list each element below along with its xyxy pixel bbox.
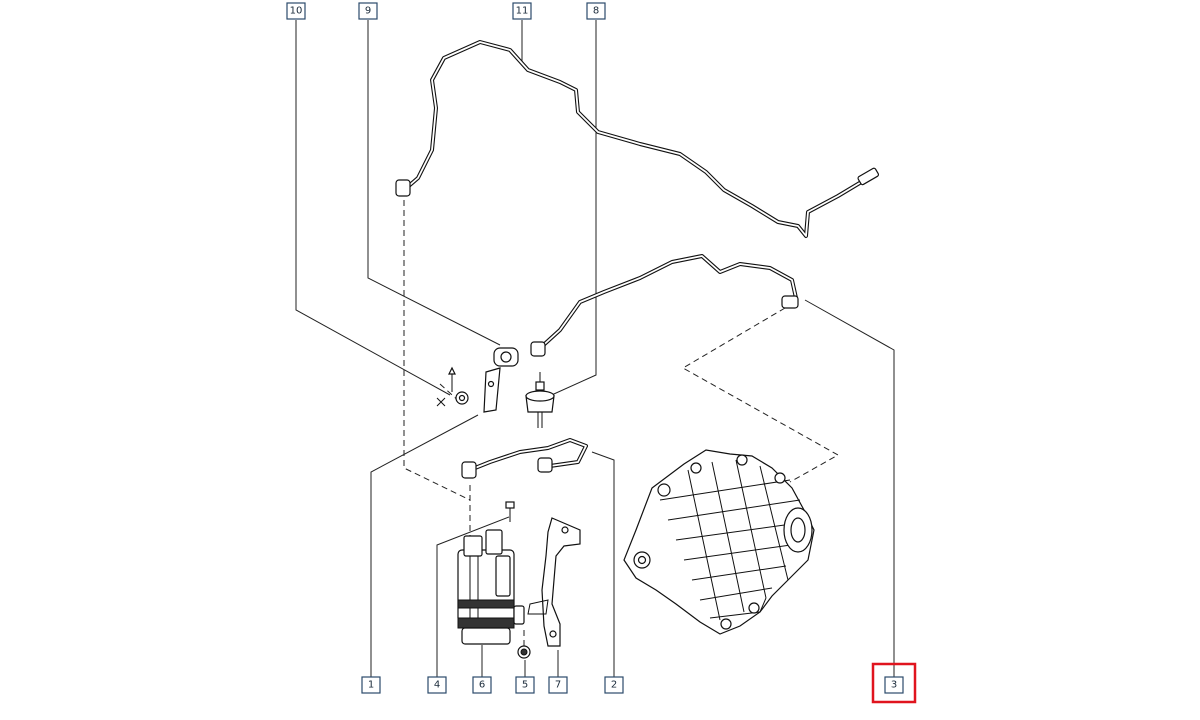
callout-3[interactable]: 3	[871, 662, 917, 704]
dash-manifold-loop	[681, 307, 840, 483]
callout-5[interactable]: 5	[515, 676, 535, 694]
callout-4-label: 4	[434, 680, 440, 691]
callout-4[interactable]: 4	[427, 676, 447, 694]
intake-manifold	[623, 449, 815, 635]
callout-3-label: 3	[891, 680, 897, 691]
callout-3-highlight	[871, 662, 917, 704]
pipe-11-connector-right	[857, 167, 880, 186]
callout-8[interactable]: 8	[586, 2, 606, 20]
leader-9	[367, 20, 501, 346]
callout-9[interactable]: 9	[358, 2, 378, 20]
leader-2	[591, 451, 615, 677]
solenoid-valve-8	[525, 372, 555, 428]
pipe-3-connector-right	[781, 295, 799, 309]
pipe-3-connector-left	[530, 341, 546, 357]
callout-10-label: 10	[290, 6, 303, 17]
callout-2-label: 2	[611, 680, 617, 691]
pipe-11-connector-left	[395, 179, 411, 197]
callout-2[interactable]: 2	[604, 676, 624, 694]
leader-3	[804, 299, 895, 677]
screw-4	[505, 501, 515, 522]
pipe-11	[395, 40, 880, 238]
pipe-2-connector-right	[537, 457, 553, 473]
canister-6	[457, 529, 525, 645]
callout-7-label: 7	[555, 680, 561, 691]
callout-6[interactable]: 6	[472, 676, 492, 694]
dash-pipe11-to-canister	[403, 200, 471, 501]
callout-8-label: 8	[593, 6, 599, 17]
callout-1-label: 1	[368, 680, 374, 691]
leader-8	[544, 20, 597, 399]
pipe-3	[530, 254, 799, 357]
leader-1	[370, 414, 479, 677]
nut-5	[517, 645, 531, 659]
callout-5-label: 5	[522, 680, 528, 691]
leader-10	[295, 20, 451, 396]
clip-9	[483, 347, 519, 413]
leader-lines	[295, 20, 895, 677]
callout-7[interactable]: 7	[548, 676, 568, 694]
callout-10[interactable]: 10	[286, 2, 306, 20]
callout-9-label: 9	[365, 6, 371, 17]
callout-1[interactable]: 1	[361, 676, 381, 694]
callout-11[interactable]: 11	[512, 2, 532, 20]
bracket-7	[527, 517, 581, 647]
callout-6-label: 6	[479, 680, 485, 691]
nut-10	[436, 366, 469, 407]
callout-11-label: 11	[516, 6, 529, 17]
pipe-2	[461, 438, 588, 479]
leader-4	[436, 516, 510, 677]
pipe-2-connector-left	[461, 461, 477, 479]
